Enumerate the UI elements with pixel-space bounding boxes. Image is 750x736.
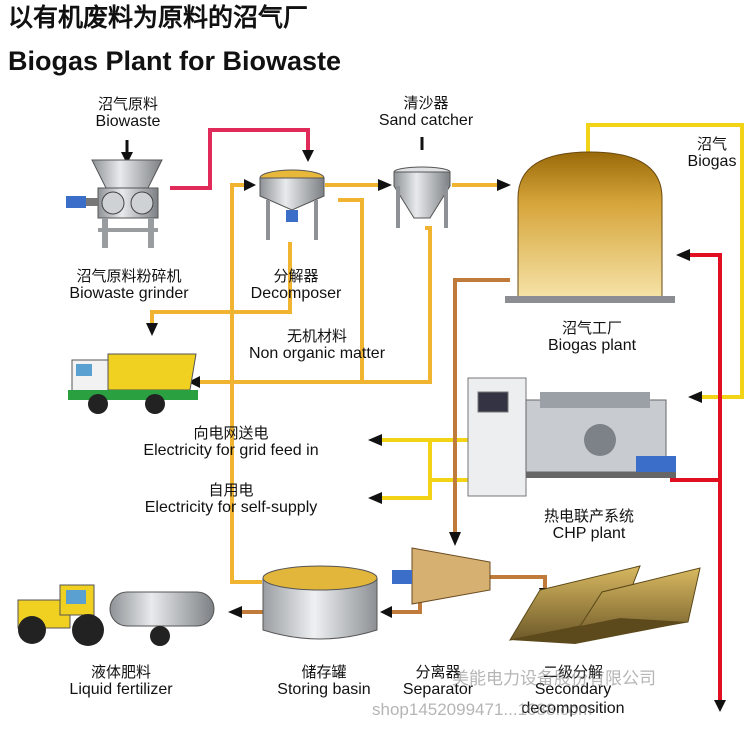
label-biogas-plant-en: Biogas plant xyxy=(547,337,637,355)
heat-loop-line xyxy=(670,253,722,482)
label-storing-basin-cn: 储存罐 xyxy=(301,663,347,681)
label-decomposer-en: Decomposer xyxy=(250,285,342,303)
label-biogas-en: Biogas xyxy=(687,153,737,171)
label-biowaste-cn: 沼气原料 xyxy=(97,95,158,113)
label-biogas-plant-cn: 沼气工厂 xyxy=(561,319,622,337)
label-grid-feed-cn: 向电网送电 xyxy=(193,424,269,442)
label-grid-feed-en: Electricity for grid feed in xyxy=(143,442,319,460)
secondary-piles-icon xyxy=(508,565,701,644)
watermark-shop: shop1452099471...1688.com xyxy=(372,700,593,719)
fertilizer-tractor-icon xyxy=(17,584,215,646)
label-secondary-cn: 二级分解 xyxy=(542,663,603,681)
line-sand-to-truck xyxy=(200,226,432,384)
label-secondary-en: Secondary decomposition xyxy=(521,681,625,717)
label-self-supply-en: Electricity for self-supply xyxy=(144,499,318,517)
sand-catcher-icon xyxy=(393,166,451,228)
separator-to-secondary xyxy=(490,575,547,590)
label-secondary-decomposition: 二级分解 Secondary decomposition xyxy=(508,663,638,718)
biogas-line xyxy=(586,123,744,399)
label-sand-catcher-cn: 清沙器 xyxy=(403,94,449,112)
line-to-non-organic-left xyxy=(150,242,292,325)
label-biowaste-en: Biowaste xyxy=(95,113,161,131)
label-self-supply: 自用电 Electricity for self-supply xyxy=(128,481,334,518)
title-chinese: 以有机废料为原料的沼气厂 xyxy=(8,3,309,32)
label-sand-catcher-en: Sand catcher xyxy=(378,112,474,130)
label-non-organic-cn: 无机材料 xyxy=(286,327,347,345)
label-liquid-fertilizer-cn: 液体肥料 xyxy=(90,663,151,681)
label-chp-plant-cn: 热电联产系统 xyxy=(543,507,634,525)
label-separator-en: Separator xyxy=(402,681,474,699)
label-separator-cn: 分离器 xyxy=(415,663,461,681)
storing-basin-icon xyxy=(262,565,378,640)
label-grinder-en: Biowaste grinder xyxy=(69,285,189,303)
label-separator: 分离器 Separator xyxy=(392,663,484,700)
label-storing-basin-en: Storing basin xyxy=(277,681,371,699)
label-sand-catcher: 清沙器 Sand catcher xyxy=(370,94,482,131)
watermark-company: 美能电力设备股份有限公司 xyxy=(452,669,656,688)
label-self-supply-cn: 自用电 xyxy=(208,481,254,499)
label-decomposer: 分解器 Decomposer xyxy=(238,267,354,304)
label-non-organic: 无机材料 Non organic matter xyxy=(234,327,400,364)
label-biogas-cn: 沼气 xyxy=(696,135,727,153)
label-biogas: 沼气 Biogas xyxy=(682,135,742,172)
label-liquid-fertilizer-en: Liquid fertilizer xyxy=(69,681,173,699)
decomposer-icon xyxy=(259,169,325,240)
grinder-icon xyxy=(66,159,163,248)
digestate-line xyxy=(453,278,510,535)
label-liquid-fertilizer: 液体肥料 Liquid fertilizer xyxy=(54,663,188,700)
chp-plant-icon xyxy=(467,377,676,497)
label-storing-basin: 储存罐 Storing basin xyxy=(266,663,382,700)
label-grid-feed: 向电网送电 Electricity for grid feed in xyxy=(126,424,336,461)
label-biowaste: 沼气原料 Biowaste xyxy=(84,95,172,132)
label-chp-plant: 热电联产系统 CHP plant xyxy=(526,507,652,544)
biogas-tank-icon xyxy=(505,151,675,303)
label-grinder-cn: 沼气原料粉碎机 xyxy=(76,267,182,285)
title-english: Biogas Plant for Biowaste xyxy=(8,46,342,76)
label-decomposer-cn: 分解器 xyxy=(273,267,319,285)
recirculation-line xyxy=(230,183,248,238)
label-grinder: 沼气原料粉碎机 Biowaste grinder xyxy=(54,267,204,304)
label-non-organic-en: Non organic matter xyxy=(248,345,386,363)
feed-line-grinder-to-decomposer xyxy=(170,128,310,190)
grid-feed-line xyxy=(428,438,470,482)
non-organic-truck-icon xyxy=(68,353,198,414)
label-chp-plant-en: CHP plant xyxy=(552,525,626,543)
return-line-basin xyxy=(230,238,262,584)
separator-icon xyxy=(392,547,491,605)
label-biogas-plant: 沼气工厂 Biogas plant xyxy=(538,319,646,356)
